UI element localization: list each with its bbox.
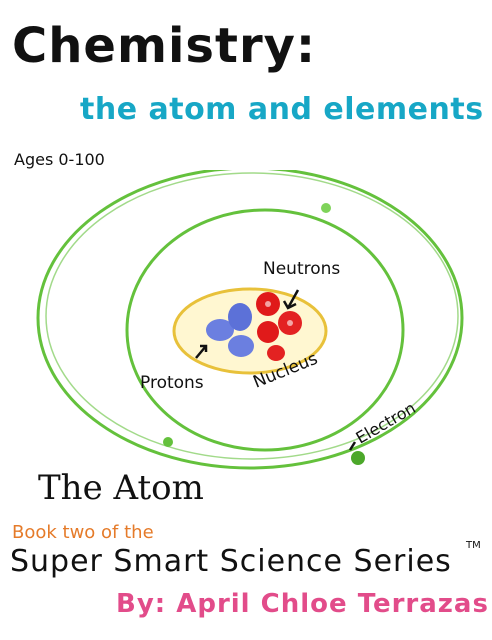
atom-caption: The Atom bbox=[38, 468, 204, 508]
series-name: Super Smart Science Series bbox=[10, 544, 452, 579]
atom-diagram: Neutrons Protons Nucleus Electron bbox=[36, 170, 464, 470]
electron-dot bbox=[321, 203, 331, 213]
outer-orbit-sketch bbox=[45, 172, 459, 460]
book-subtitle: the atom and elements bbox=[80, 92, 484, 127]
author-byline: By: April Chloe Terrazas bbox=[116, 589, 489, 619]
electron-dot bbox=[351, 451, 365, 465]
outer-orbit bbox=[36, 170, 464, 470]
proton bbox=[228, 335, 254, 357]
electron-dot bbox=[163, 437, 173, 447]
arrow-electron bbox=[348, 441, 357, 451]
series-intro: Book two of the bbox=[12, 522, 154, 543]
trademark-mark: TM bbox=[466, 540, 481, 551]
proton bbox=[206, 319, 234, 341]
label-neutrons: Neutrons bbox=[263, 259, 340, 279]
label-protons: Protons bbox=[140, 373, 204, 393]
book-title: Chemistry: bbox=[12, 18, 317, 74]
neutron bbox=[267, 345, 285, 361]
neutron bbox=[257, 321, 279, 343]
inner-orbit bbox=[125, 208, 405, 452]
proton bbox=[228, 303, 252, 331]
age-range: Ages 0-100 bbox=[14, 150, 105, 169]
arrow-protons bbox=[195, 345, 207, 359]
arrow-neutrons bbox=[286, 289, 300, 309]
label-electron: Electron bbox=[353, 398, 419, 447]
nucleus-shell bbox=[172, 287, 328, 375]
